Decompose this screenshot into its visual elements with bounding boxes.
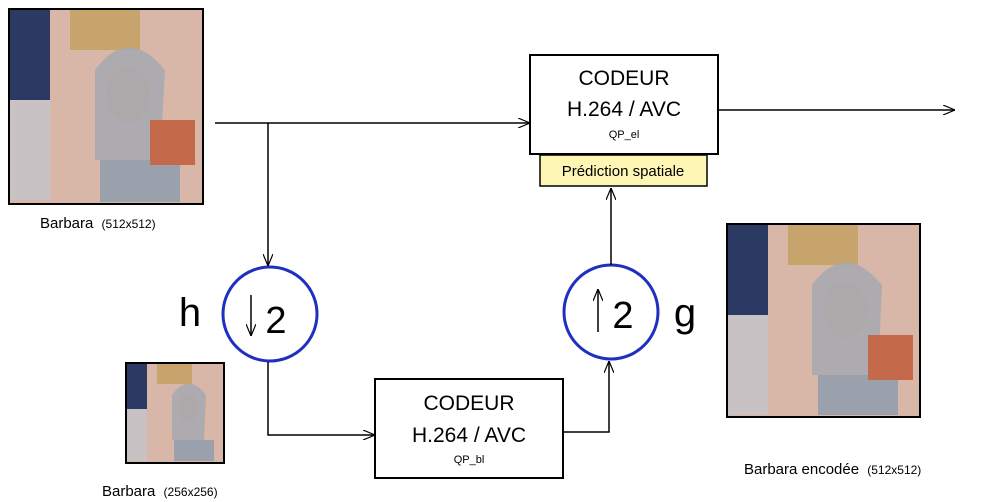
- encoder-enhancement-standard: H.264 / AVC: [567, 98, 681, 121]
- encoder-base-standard: H.264 / AVC: [412, 424, 526, 447]
- encoder-enhancement-title: CODEUR: [578, 67, 669, 90]
- encoder-enhancement-layer: CODEUR H.264 / AVC QP_el: [529, 54, 719, 155]
- spatial-prediction-label: Prédiction spatiale: [562, 163, 685, 180]
- spatial-prediction-box: Prédiction spatiale: [539, 154, 708, 187]
- upsampler-factor: 2: [612, 295, 633, 337]
- downsampler-node: 2: [221, 265, 319, 363]
- encoded-image-caption: Barbara encodée (512x512): [744, 461, 921, 478]
- downsampler-filter-label: h: [179, 291, 201, 335]
- downsampler-to-base-encoder-arrow: [267, 362, 375, 435]
- original-image-caption: Barbara (512x512): [40, 215, 156, 232]
- connectors: [215, 110, 955, 435]
- upsampler-filter-label: g: [674, 291, 696, 335]
- encoder-base-title: CODEUR: [423, 392, 514, 415]
- original-image: [8, 8, 204, 205]
- downsampler-factor: 2: [265, 300, 286, 342]
- encoder-base-layer: CODEUR H.264 / AVC QP_bl: [374, 378, 564, 479]
- encoder-base-qp: QP_bl: [454, 454, 485, 466]
- base-encoder-to-upsampler-arrow: [563, 361, 609, 433]
- encoder-enhancement-qp: QP_el: [609, 129, 640, 141]
- upsampler-node: 2: [562, 263, 660, 361]
- downsampled-image-caption: Barbara (256x256): [102, 483, 218, 500]
- encoded-image: [726, 223, 921, 418]
- downsampled-image: [125, 362, 225, 464]
